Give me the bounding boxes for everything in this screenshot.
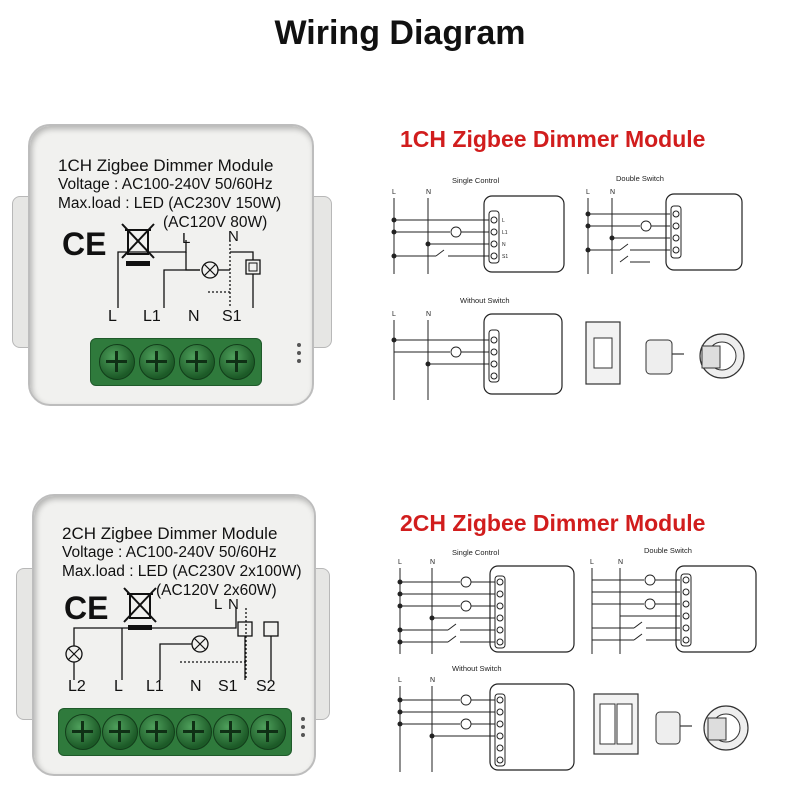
- svg-text:L: L: [502, 218, 505, 224]
- top-label-l: L: [214, 596, 223, 613]
- terminal-label: L1: [146, 678, 164, 695]
- svg-text:N: N: [618, 559, 623, 566]
- svg-text:L: L: [392, 311, 396, 318]
- terminal-label: L: [114, 678, 123, 695]
- label-double-switch: Double Switch: [644, 546, 692, 555]
- module-voltage: Voltage : AC100-240V 50/60Hz: [58, 176, 273, 193]
- terminal-screw: [99, 344, 135, 380]
- svg-text:N: N: [502, 242, 506, 248]
- svg-text:L: L: [590, 559, 594, 566]
- svg-text:L: L: [398, 677, 402, 684]
- top-label-l: L: [182, 230, 191, 247]
- indicator-dots: [301, 717, 305, 737]
- module-maxload: Max.load : LED (AC230V 150W): [58, 195, 282, 212]
- terminal-screw: [250, 714, 286, 750]
- line-label-l: L: [392, 189, 396, 196]
- terminal-labels: L L1 N S1: [10, 308, 340, 330]
- terminal-screw: [139, 344, 175, 380]
- svg-text:N: N: [430, 677, 435, 684]
- top-label-n: N: [228, 228, 239, 245]
- terminal-screw: [102, 714, 138, 750]
- terminal-labels: L2 L L1 N S1 S2: [10, 678, 340, 700]
- ce-mark: CE: [62, 226, 107, 262]
- module-2ch: 2CH Zigbee Dimmer Module Voltage : AC100…: [10, 488, 340, 788]
- svg-text:S1: S1: [502, 254, 508, 260]
- top-label-n: N: [228, 596, 239, 613]
- svg-text:N: N: [610, 189, 615, 196]
- module-maxload: Max.load : LED (AC230V 2x100W): [62, 563, 302, 580]
- svg-text:N: N: [426, 311, 431, 318]
- diagram-1ch-single: L N L L1 N S1: [391, 189, 565, 274]
- module-face: [28, 124, 314, 406]
- terminal-label: N: [188, 308, 200, 325]
- terminal-block: [90, 338, 262, 386]
- module-wiring-schematic: [117, 240, 261, 308]
- terminal-screw: [213, 714, 249, 750]
- module-voltage: Voltage : AC100-240V 50/60Hz: [62, 544, 277, 561]
- indicator-dots: [297, 343, 301, 363]
- page-title: Wiring Diagram: [274, 14, 526, 52]
- label-without-switch: Without Switch: [452, 664, 502, 673]
- module-name: 1CH Zigbee Dimmer Module: [58, 156, 274, 175]
- weee-bin-icon: [123, 587, 157, 630]
- terminal-label: L1: [143, 308, 161, 325]
- terminal-label: L2: [68, 678, 86, 695]
- module-1ch: 1CH Zigbee Dimmer Module Voltage : AC100…: [10, 118, 340, 418]
- diagram-2ch-title: 2CH Zigbee Dimmer Module: [400, 510, 706, 536]
- diagram-1ch-without: L N: [391, 311, 745, 400]
- label-single-control: Single Control: [452, 176, 500, 185]
- terminal-label: S2: [256, 678, 276, 695]
- terminal-screw: [176, 714, 212, 750]
- terminal-label: N: [190, 678, 202, 695]
- label-double-switch: Double Switch: [616, 174, 664, 183]
- terminal-screw: [65, 714, 101, 750]
- terminal-screw: [179, 344, 215, 380]
- diagram-1ch-title: 1CH Zigbee Dimmer Module: [400, 126, 706, 152]
- terminal-label: S1: [218, 678, 238, 695]
- module-maxload-2: (AC120V 2x60W): [156, 582, 277, 599]
- terminal-screw: [139, 714, 175, 750]
- terminal-screw: [219, 344, 255, 380]
- label-single-control: Single Control: [452, 548, 500, 557]
- label-without-switch: Without Switch: [460, 296, 510, 305]
- terminal-block: [58, 708, 292, 756]
- line-label-n: N: [426, 189, 431, 196]
- svg-text:L: L: [398, 559, 402, 566]
- terminal-label: S1: [222, 308, 242, 325]
- diagram-1ch-double: L N: [585, 189, 743, 274]
- svg-text:L: L: [586, 189, 590, 196]
- module-maxload-2: (AC120V 80W): [163, 214, 268, 231]
- terminal-label: L: [108, 308, 117, 325]
- svg-text:L1: L1: [502, 230, 508, 236]
- svg-text:N: N: [430, 559, 435, 566]
- module-wiring-schematic: [65, 608, 279, 680]
- ce-mark: CE: [64, 590, 109, 626]
- module-name: 2CH Zigbee Dimmer Module: [62, 524, 278, 543]
